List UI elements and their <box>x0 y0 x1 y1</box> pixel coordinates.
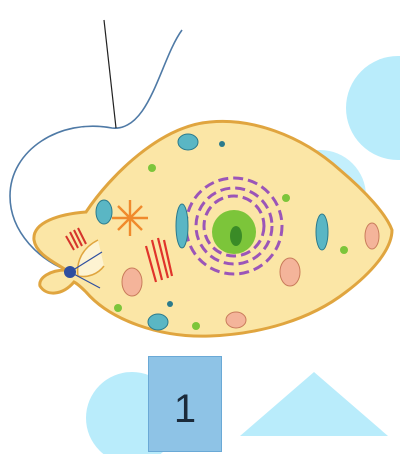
granule-icon-4 <box>340 246 348 254</box>
pointer-line <box>104 20 116 128</box>
mitochondrion-icon-3 <box>226 312 246 328</box>
nucleolus-icon <box>230 226 242 246</box>
mitochondrion-icon-2 <box>280 258 300 286</box>
vesicle-icon-5 <box>316 214 328 250</box>
vesicle-icon-3 <box>176 204 188 248</box>
granule-icon-5 <box>282 194 290 202</box>
granule-icon-7 <box>167 301 173 307</box>
mitochondrion-icon-1 <box>122 268 142 296</box>
granule-icon-6 <box>219 141 225 147</box>
decor-triangle-bottom <box>240 372 388 436</box>
label-number: 1 <box>174 387 196 432</box>
label-box: 1 <box>148 356 222 452</box>
granule-icon-3 <box>192 322 200 330</box>
vesicle-icon-2 <box>96 200 112 224</box>
vesicle-icon-1 <box>178 134 198 150</box>
mitochondrion-icon-4 <box>365 223 379 249</box>
granule-icon-1 <box>148 164 156 172</box>
decor-circle-top-right <box>346 56 400 160</box>
vesicle-icon-4 <box>148 314 168 330</box>
granule-icon-2 <box>114 304 122 312</box>
